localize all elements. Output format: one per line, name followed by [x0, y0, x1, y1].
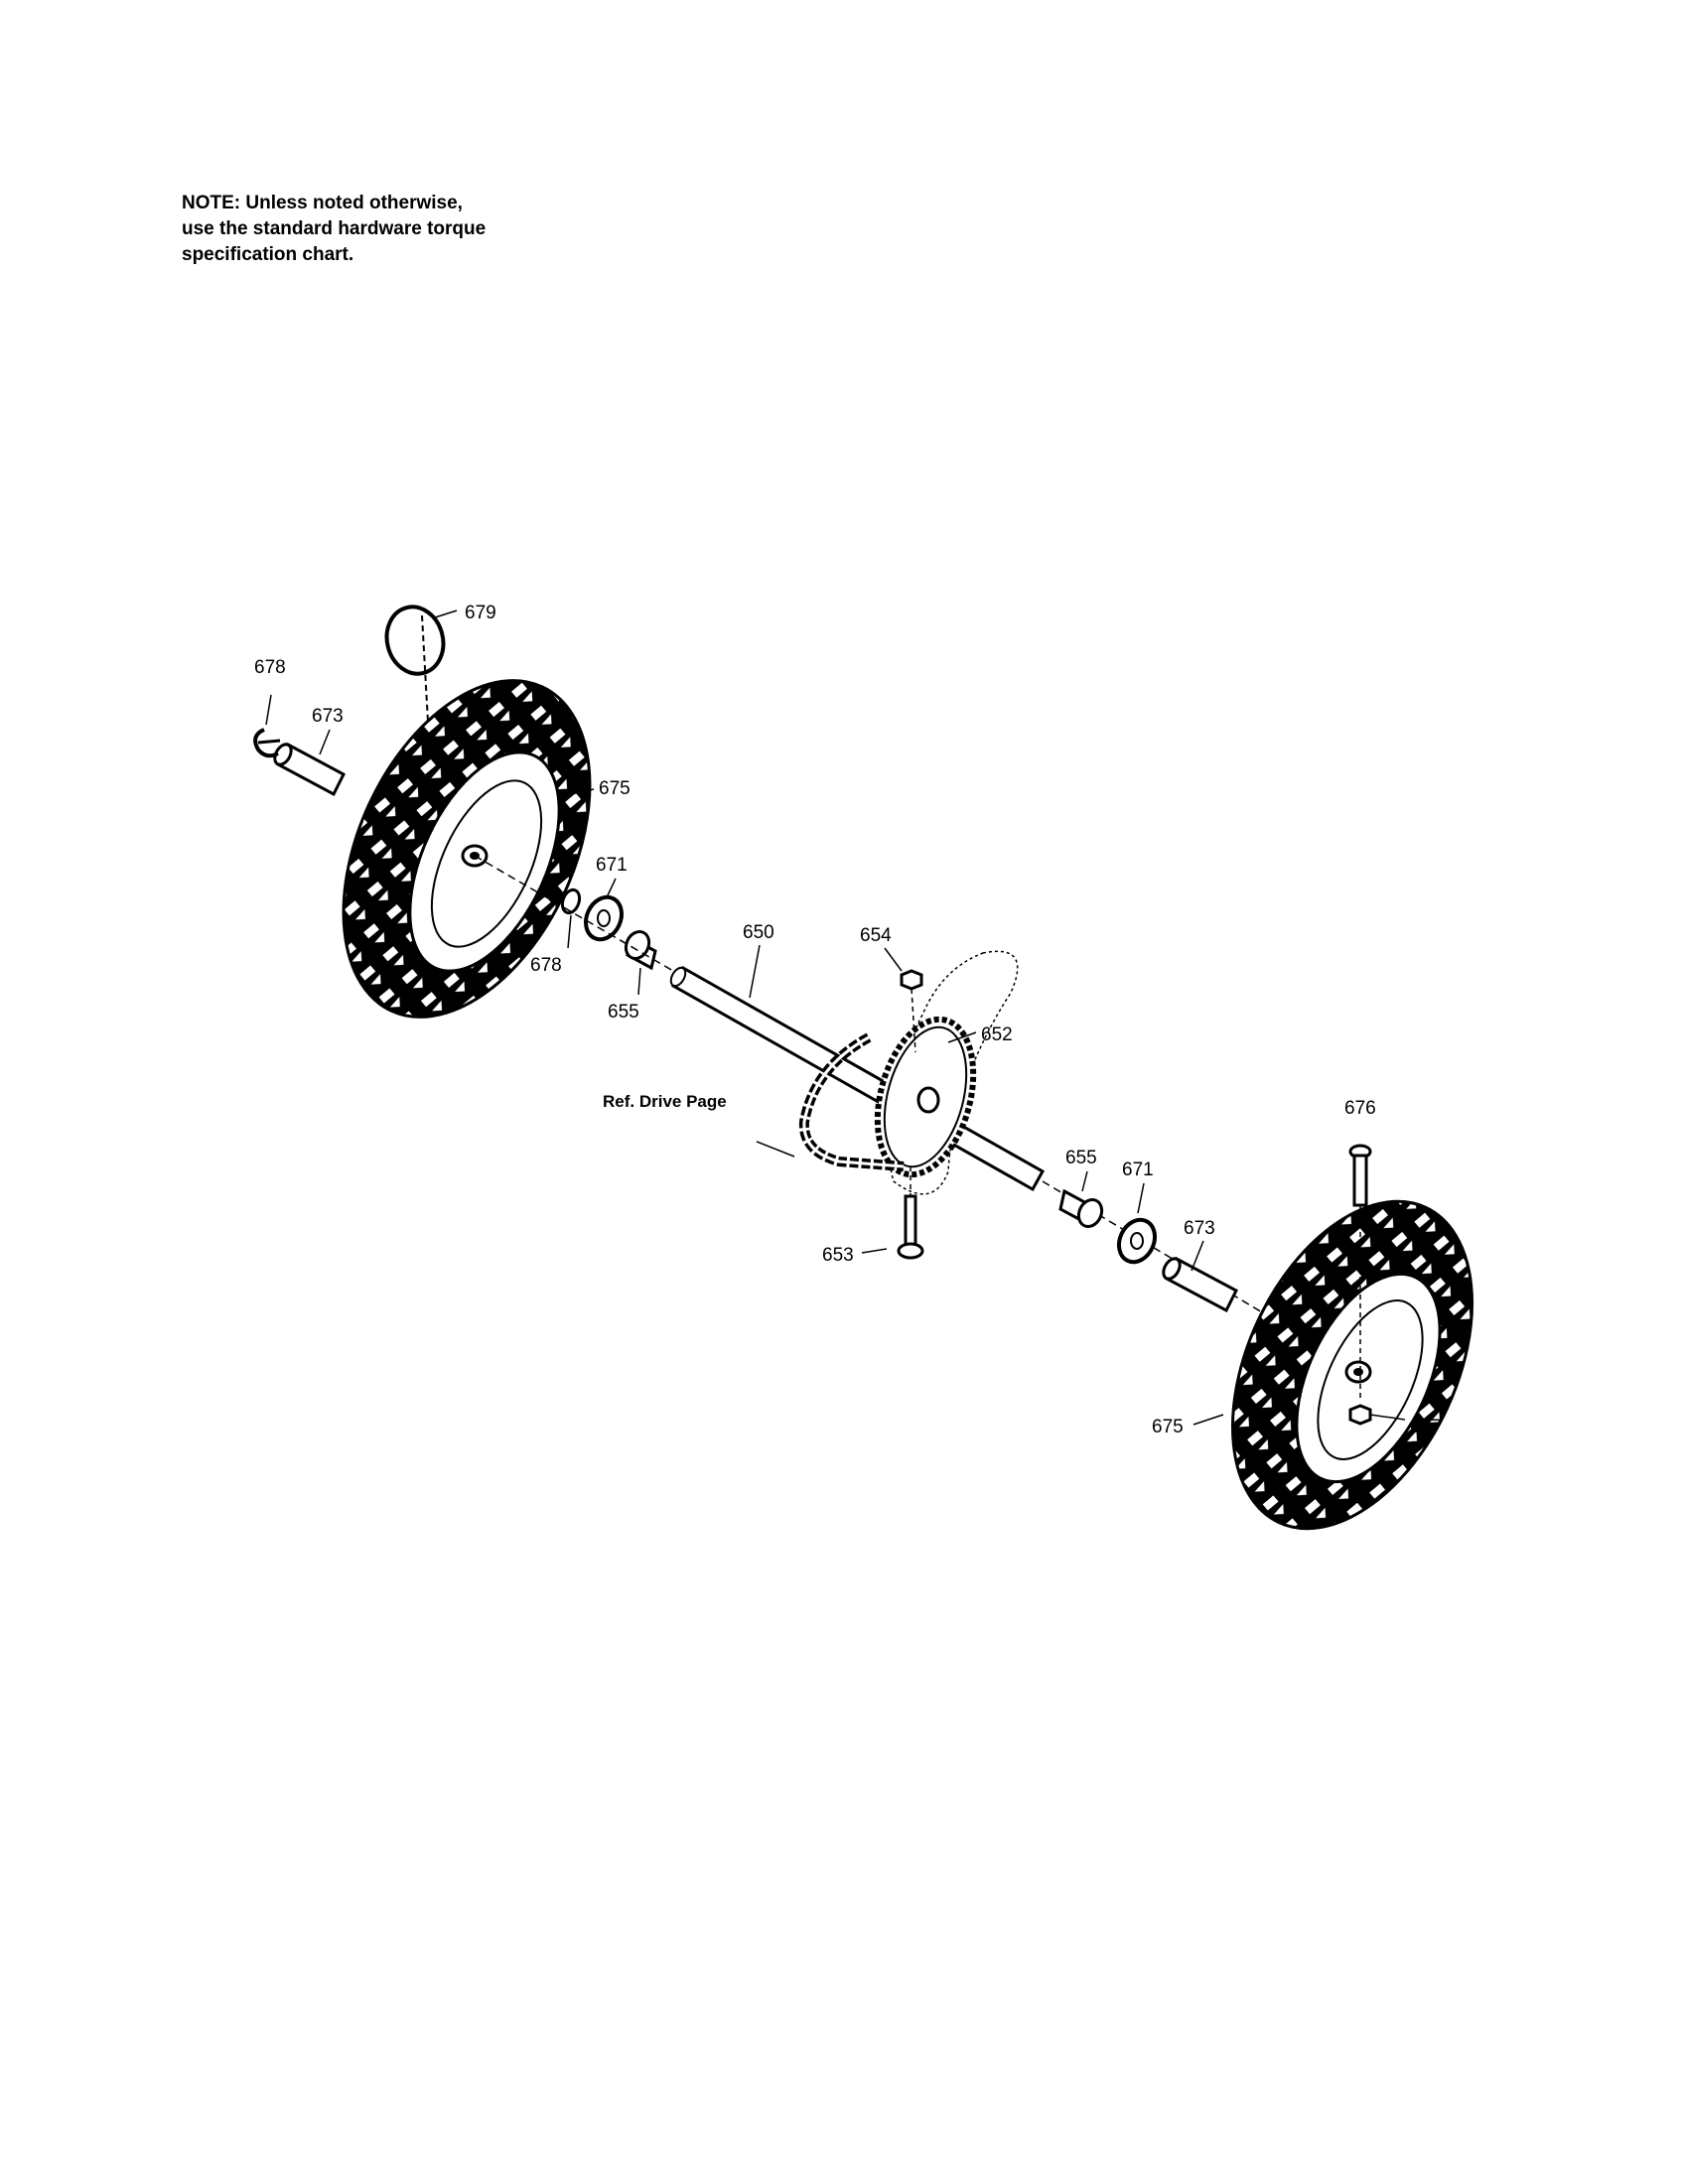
- clip-678-bottom: [560, 887, 582, 915]
- label-650: 650: [743, 922, 774, 943]
- nut-677: [1348, 1404, 1372, 1426]
- drive-chain: [798, 1032, 905, 1171]
- nut-654: [900, 969, 923, 1053]
- axle-sleeve-673-left: [273, 742, 346, 797]
- label-655-left: 655: [608, 1002, 639, 1023]
- label-655-right: 655: [1065, 1148, 1097, 1168]
- bolt-653: [897, 1166, 924, 1260]
- washer-671-left: [584, 894, 624, 942]
- right-wheel-675: [1230, 1199, 1474, 1531]
- sprocket-652: [874, 1016, 977, 1178]
- label-673-left: 673: [312, 706, 344, 727]
- label-679: 679: [465, 603, 496, 623]
- label-652: 652: [981, 1024, 1013, 1045]
- axle-650: [669, 965, 1046, 1192]
- label-654: 654: [860, 925, 892, 946]
- label-671-left: 671: [596, 855, 628, 876]
- label-675-right: 675: [1152, 1417, 1184, 1437]
- torque-note: NOTE: Unless noted otherwise, use the st…: [182, 191, 599, 268]
- label-653: 653: [822, 1245, 854, 1266]
- note-line-2: use the standard hardware torque: [182, 218, 487, 239]
- bushing-655-left: [624, 929, 657, 971]
- bushing-655-right: [1058, 1188, 1104, 1229]
- note-line-1: NOTE: Unless noted otherwise,: [182, 193, 463, 213]
- label-673-right: 673: [1184, 1218, 1215, 1239]
- label-671-right: 671: [1122, 1160, 1154, 1180]
- label-ref-drive-page: Ref. Drive Page: [603, 1092, 727, 1111]
- clip-678-top: [253, 728, 281, 758]
- left-wheel-675: [342, 679, 592, 1019]
- label-678-bottom: 678: [530, 955, 562, 976]
- frame-outline: [887, 950, 1019, 1195]
- axle-sleeve-673-right: [1162, 1256, 1238, 1313]
- centerline-left: [474, 855, 686, 979]
- hairpin-cotter-679: [384, 605, 446, 741]
- label-675-left: 675: [599, 778, 631, 799]
- washer-671-right: [1117, 1217, 1157, 1265]
- label-677: 677: [1410, 1417, 1442, 1437]
- bolt-676: [1348, 1144, 1372, 1400]
- leader-lines: [265, 610, 1406, 1426]
- note-line-3: specification chart.: [182, 244, 354, 265]
- label-678-top: 678: [254, 657, 286, 678]
- label-676: 676: [1344, 1098, 1376, 1119]
